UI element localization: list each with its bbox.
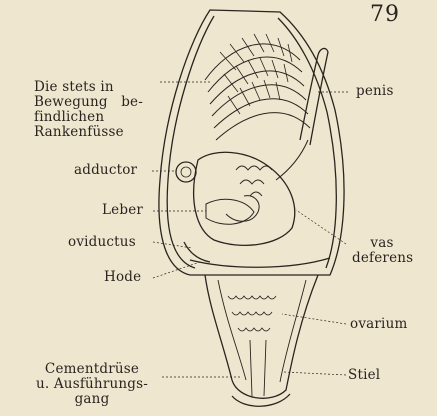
- peduncle-inner: [218, 280, 306, 382]
- label-adductor: adductor: [74, 163, 137, 178]
- label-hode: Hode: [104, 270, 141, 285]
- label-oviductus: oviductus: [68, 235, 136, 250]
- vas-deferens: [276, 140, 308, 180]
- label-rankenfuesse: Die stets in Bewegung be- findlichen Ran…: [34, 80, 143, 140]
- shell-outline: [159, 10, 344, 275]
- peduncle: [205, 275, 318, 398]
- ovarium-tissue: [228, 296, 276, 331]
- cirri: [205, 34, 310, 140]
- penis-organ: [300, 48, 328, 145]
- label-stiel: Stiel: [348, 368, 380, 383]
- label-cementdruese: Cementdrüse u. Ausführungs- gang: [28, 362, 156, 407]
- adductor-muscle: [176, 162, 196, 182]
- label-ovarium: ovarium: [350, 317, 407, 332]
- testis-cluster: [236, 166, 272, 196]
- leader-lines: [152, 82, 348, 377]
- shell-inner-line: [167, 16, 214, 268]
- label-penis: penis: [356, 84, 394, 99]
- label-leber: Leber: [102, 203, 143, 218]
- cement-gland-duct: [250, 340, 266, 396]
- mantle-floor: [190, 258, 330, 267]
- label-vas-deferens: vas deferens: [352, 236, 412, 266]
